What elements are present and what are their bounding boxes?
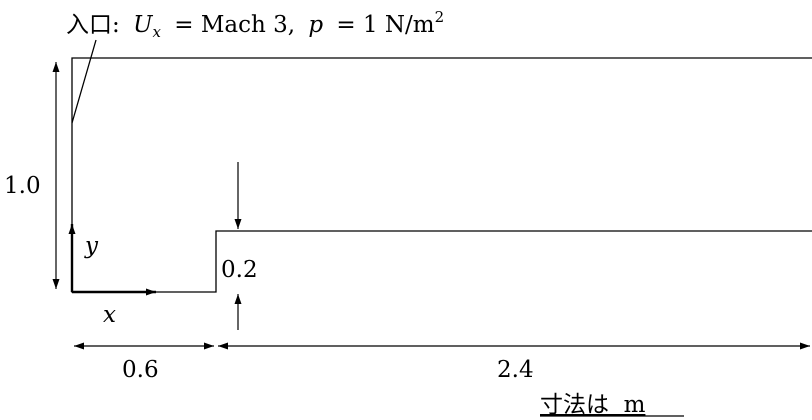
inlet-leader-line xyxy=(71,39,97,124)
length-dimension-label: 2.4 xyxy=(497,357,534,383)
channel-outline xyxy=(71,57,812,293)
x-axis-label: x xyxy=(103,302,116,328)
p-symbol: p xyxy=(308,12,323,38)
y-axis-label: y xyxy=(84,233,99,259)
units-note: 寸法は m xyxy=(540,392,646,418)
ux-value: = Mach 3, xyxy=(174,12,295,38)
p-value: = 1 N/m xyxy=(336,12,434,38)
step-height-label: 0.2 xyxy=(221,257,258,283)
ux-symbol: U xyxy=(133,12,154,38)
height-dimension-label: 1.0 xyxy=(4,173,41,199)
inlet-label: 入口: Ux = Mach 3, p = 1 N/m2 xyxy=(66,8,444,43)
p-exponent: 2 xyxy=(435,8,445,26)
step-x-dimension-label: 0.6 xyxy=(122,357,159,383)
inlet-word: 入口: xyxy=(66,12,120,38)
ux-subscript: x xyxy=(152,23,161,41)
